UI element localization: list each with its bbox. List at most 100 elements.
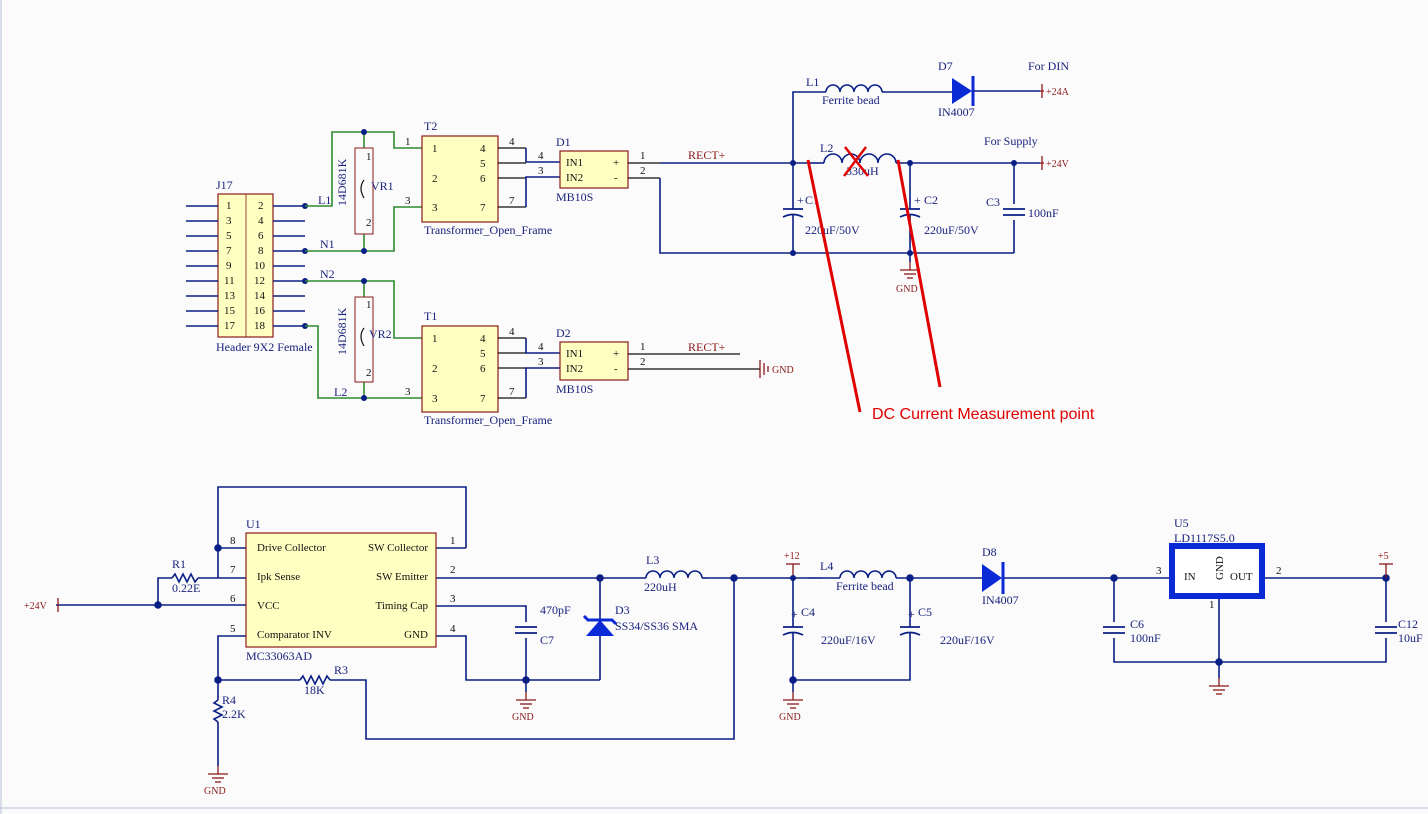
- t1-designator: T1: [424, 309, 437, 323]
- u1-pin-num-1: 1: [450, 535, 456, 547]
- l4-designator: L4: [820, 559, 833, 573]
- c5-plus: +: [908, 607, 915, 621]
- capacitor-c3: C3 100nF: [986, 195, 1059, 220]
- t2-pin-2: 2: [432, 173, 438, 185]
- ground-top: GND: [896, 261, 921, 295]
- u5-gnd: GND: [1214, 556, 1226, 580]
- u1-pin-name-8: Drive Collector: [257, 542, 326, 554]
- t2-pin-4: 4: [480, 143, 486, 155]
- d2-pin-1: 1: [640, 341, 646, 353]
- ground-c7: GND: [512, 691, 537, 723]
- r4-designator: R4: [222, 693, 236, 707]
- c7-designator: C7: [540, 633, 554, 647]
- net-label-gnd-d2: GND: [772, 365, 794, 376]
- ground-r4: GND: [204, 765, 229, 797]
- t2-lead-7: 7: [509, 195, 515, 207]
- label-for-din: For DIN: [1028, 59, 1069, 73]
- t2-lead-1: 1: [405, 136, 411, 148]
- j17-pin-1: 1: [226, 200, 232, 212]
- net-label-n1: N1: [320, 237, 335, 251]
- r4-value: 2.2K: [222, 707, 246, 721]
- j17-pin-6: 6: [258, 230, 264, 242]
- u5-pin-2: 2: [1276, 565, 1282, 577]
- vr2-value: 14D681K: [335, 307, 349, 355]
- gnd-c7-label: GND: [512, 712, 534, 723]
- t2-pin-7: 7: [480, 202, 486, 214]
- j17-pin-12: 12: [254, 275, 265, 287]
- d2-designator: D2: [556, 326, 571, 340]
- c2-designator: C2: [924, 193, 938, 207]
- l1-value: Ferrite bead: [822, 93, 880, 107]
- c1-plus: +: [797, 193, 804, 207]
- net-label-12: +12: [784, 551, 800, 562]
- transformer-t1: T1 Transformer_Open_Frame 1 2 3 4 5 6 7 …: [405, 309, 552, 427]
- t2-designator: T2: [424, 119, 437, 133]
- c2-plus: +: [914, 193, 921, 207]
- d1-plus: +: [613, 157, 619, 169]
- j17-pin-15: 15: [224, 305, 236, 317]
- j17-pin-2: 2: [258, 200, 264, 212]
- capacitor-c5: + C5 220uF/16V: [899, 605, 995, 651]
- net-label-5: +5: [1378, 551, 1389, 562]
- t2-lead-3: 3: [405, 195, 411, 207]
- j17-pin-3: 3: [226, 215, 232, 227]
- c12-value: 10uF: [1398, 631, 1423, 645]
- d8-designator: D8: [982, 545, 997, 559]
- l3-value: 220uH: [644, 580, 677, 594]
- t1-pin-5: 5: [480, 348, 486, 360]
- d1-in1: IN1: [566, 157, 583, 169]
- bridge-d2: D2 MB10S IN1 IN2 + - 4 3 1 2: [538, 326, 646, 396]
- j17-pin-5: 5: [226, 230, 232, 242]
- vr2-pin-2: 2: [366, 367, 372, 379]
- c5-designator: C5: [918, 605, 932, 619]
- d2-in1: IN1: [566, 348, 583, 360]
- power-port-12: +12: [784, 551, 800, 581]
- d2-in2: IN2: [566, 363, 583, 375]
- power-port-5: +5: [1378, 551, 1393, 578]
- j17-right-pins: [273, 205, 305, 327]
- u1-pin-num-8: 8: [230, 535, 236, 547]
- l4-value: Ferrite bead: [836, 579, 894, 593]
- t2-to-d1-wiring: [525, 148, 560, 207]
- r1-designator: R1: [172, 557, 186, 571]
- c6-value: 100nF: [1130, 631, 1161, 645]
- measurement-point-label: DC Current Measurement point: [872, 406, 1095, 423]
- bridge-d1: D1 MB10S IN1 IN2 + - 4 3 1 2: [538, 135, 646, 204]
- capacitor-c7: 470pF C7: [514, 603, 571, 647]
- d3-designator: D3: [615, 603, 630, 617]
- t1-value: Transformer_Open_Frame: [424, 413, 552, 427]
- inductor-l3: L3 220uH: [620, 553, 708, 594]
- d1-value: MB10S: [556, 190, 593, 204]
- r3-designator: R3: [334, 663, 348, 677]
- j17-pin-13: 13: [224, 290, 236, 302]
- d7-value: IN4007: [938, 105, 975, 119]
- u1-pin-name-1: SW Collector: [368, 542, 428, 554]
- net-label-rect-d1: RECT+: [688, 148, 726, 162]
- d2-outputs: RECT+ GND: [628, 340, 794, 378]
- capacitor-c6: C6 100nF: [1102, 617, 1161, 645]
- u1-pin-name-3: Timing Cap: [376, 600, 429, 612]
- vr2-pin-1: 1: [366, 299, 372, 311]
- label-for-supply: For Supply: [984, 134, 1038, 148]
- d1-minus: -: [614, 172, 618, 184]
- t1-pin-7: 7: [480, 393, 486, 405]
- j17-pin-7: 7: [226, 245, 232, 257]
- c3-designator: C3: [986, 195, 1000, 209]
- u1-pin-name-4: GND: [404, 629, 428, 641]
- d2-plus: +: [613, 348, 619, 360]
- c4-plus: +: [791, 607, 798, 621]
- u5-pin-3: 3: [1156, 565, 1162, 577]
- c4-value: 220uF/16V: [821, 633, 876, 647]
- t1-pin-1: 1: [432, 333, 438, 345]
- c3-value: 100nF: [1028, 206, 1059, 220]
- resistor-r1: R1 0.22E: [171, 557, 200, 595]
- d7-designator: D7: [938, 59, 953, 73]
- j17-pin-18: 18: [254, 320, 266, 332]
- d2-value: MB10S: [556, 382, 593, 396]
- d1-pin-2: 2: [640, 165, 646, 177]
- t1-lead-7: 7: [509, 386, 515, 398]
- d8-value: IN4007: [982, 593, 1019, 607]
- u5-pin-1: 1: [1209, 599, 1215, 611]
- j17-pin-11: 11: [224, 275, 235, 287]
- c2-value: 220uF/50V: [924, 223, 979, 237]
